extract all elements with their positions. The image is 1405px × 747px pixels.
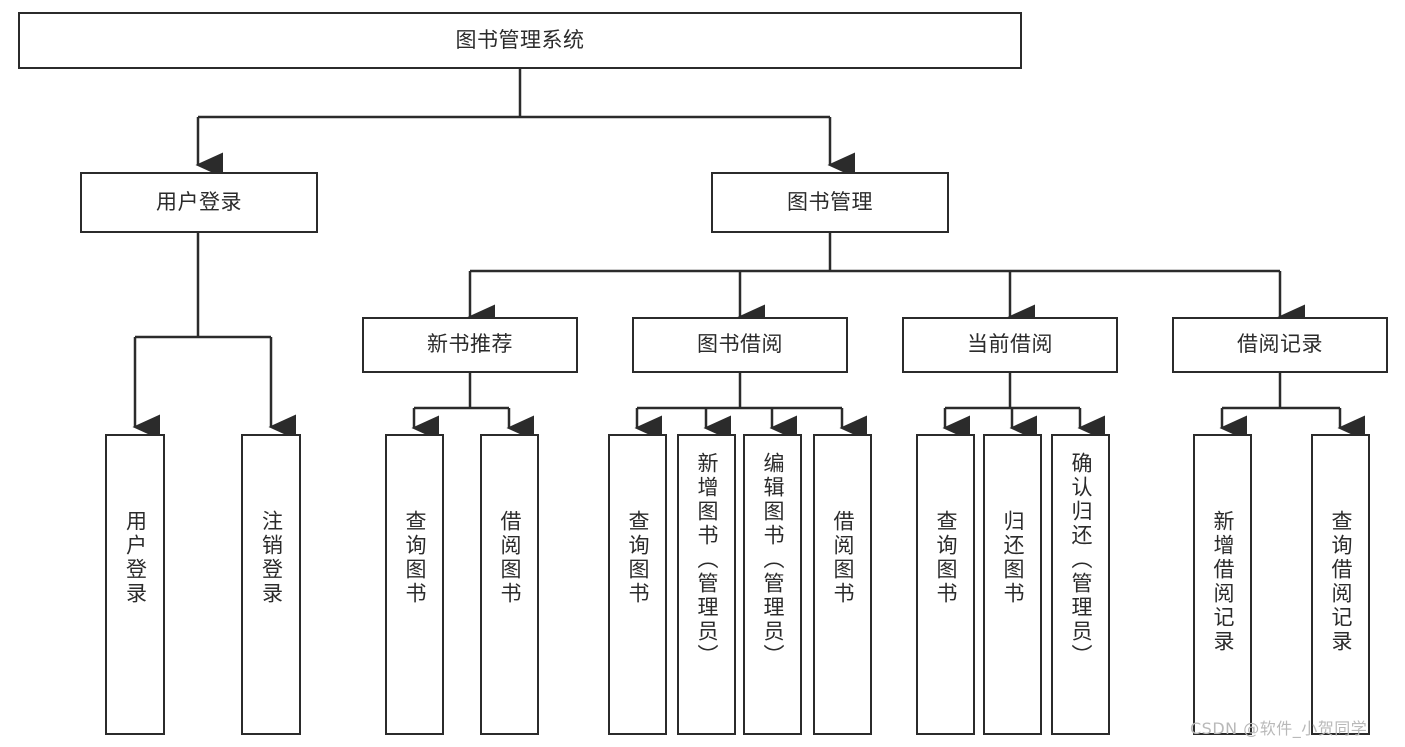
node-label: 新书推荐 — [427, 332, 513, 357]
node-root-book-management-system[interactable]: 图书管理系统 — [18, 12, 1022, 69]
leaf-borrow-record-query-record[interactable]: 查询借阅记录 — [1311, 434, 1370, 735]
node-label: 当前借阅 — [967, 332, 1053, 357]
leaf-book-borrow-edit-book-admin[interactable]: 编辑图书（管理员） — [743, 434, 802, 735]
leaf-book-borrow-query-books[interactable]: 查询图书 — [608, 434, 667, 735]
node-label: 查询图书 — [626, 510, 651, 606]
node-label: 注销登录 — [259, 510, 284, 606]
leaf-current-borrow-confirm-return-admin[interactable]: 确认归还（管理员） — [1051, 434, 1110, 735]
node-label: 借阅图书 — [498, 510, 523, 606]
node-label: 编辑图书（管理员） — [761, 452, 786, 668]
node-current-borrow[interactable]: 当前借阅 — [902, 317, 1118, 373]
node-borrow-record[interactable]: 借阅记录 — [1172, 317, 1388, 373]
node-label: 新增图书（管理员） — [695, 452, 720, 668]
leaf-current-borrow-return-books[interactable]: 归还图书 — [983, 434, 1042, 735]
node-new-book-recommend[interactable]: 新书推荐 — [362, 317, 578, 373]
node-label: 查询图书 — [403, 510, 428, 606]
node-label: 用户登录 — [156, 189, 242, 214]
leaf-book-borrow-add-book-admin[interactable]: 新增图书（管理员） — [677, 434, 736, 735]
leaf-user-login-login[interactable]: 用户登录 — [105, 434, 165, 735]
leaf-user-login-logout[interactable]: 注销登录 — [241, 434, 301, 735]
node-label: 图书管理系统 — [455, 27, 585, 52]
node-label: 查询图书 — [934, 510, 959, 606]
node-label: 确认归还（管理员） — [1069, 452, 1094, 668]
node-user-login[interactable]: 用户登录 — [80, 172, 318, 233]
leaf-new-book-borrow-books[interactable]: 借阅图书 — [480, 434, 539, 735]
node-label: 图书借阅 — [697, 332, 783, 357]
node-label: 用户登录 — [123, 510, 148, 606]
node-book-borrow[interactable]: 图书借阅 — [632, 317, 848, 373]
node-label: 新增借阅记录 — [1211, 510, 1236, 654]
node-label: 图书管理 — [787, 189, 873, 214]
csdn-watermark: CSDN @软件_小贺同学 — [1190, 719, 1368, 738]
node-label: 借阅记录 — [1237, 332, 1323, 357]
leaf-borrow-record-add-record[interactable]: 新增借阅记录 — [1193, 434, 1252, 735]
node-label: 查询借阅记录 — [1329, 510, 1354, 654]
node-label: 归还图书 — [1001, 510, 1026, 606]
leaf-current-borrow-query-books[interactable]: 查询图书 — [916, 434, 975, 735]
leaf-book-borrow-borrow-books[interactable]: 借阅图书 — [813, 434, 872, 735]
node-label: 借阅图书 — [831, 510, 856, 606]
leaf-new-book-query-books[interactable]: 查询图书 — [385, 434, 444, 735]
node-book-management[interactable]: 图书管理 — [711, 172, 949, 233]
